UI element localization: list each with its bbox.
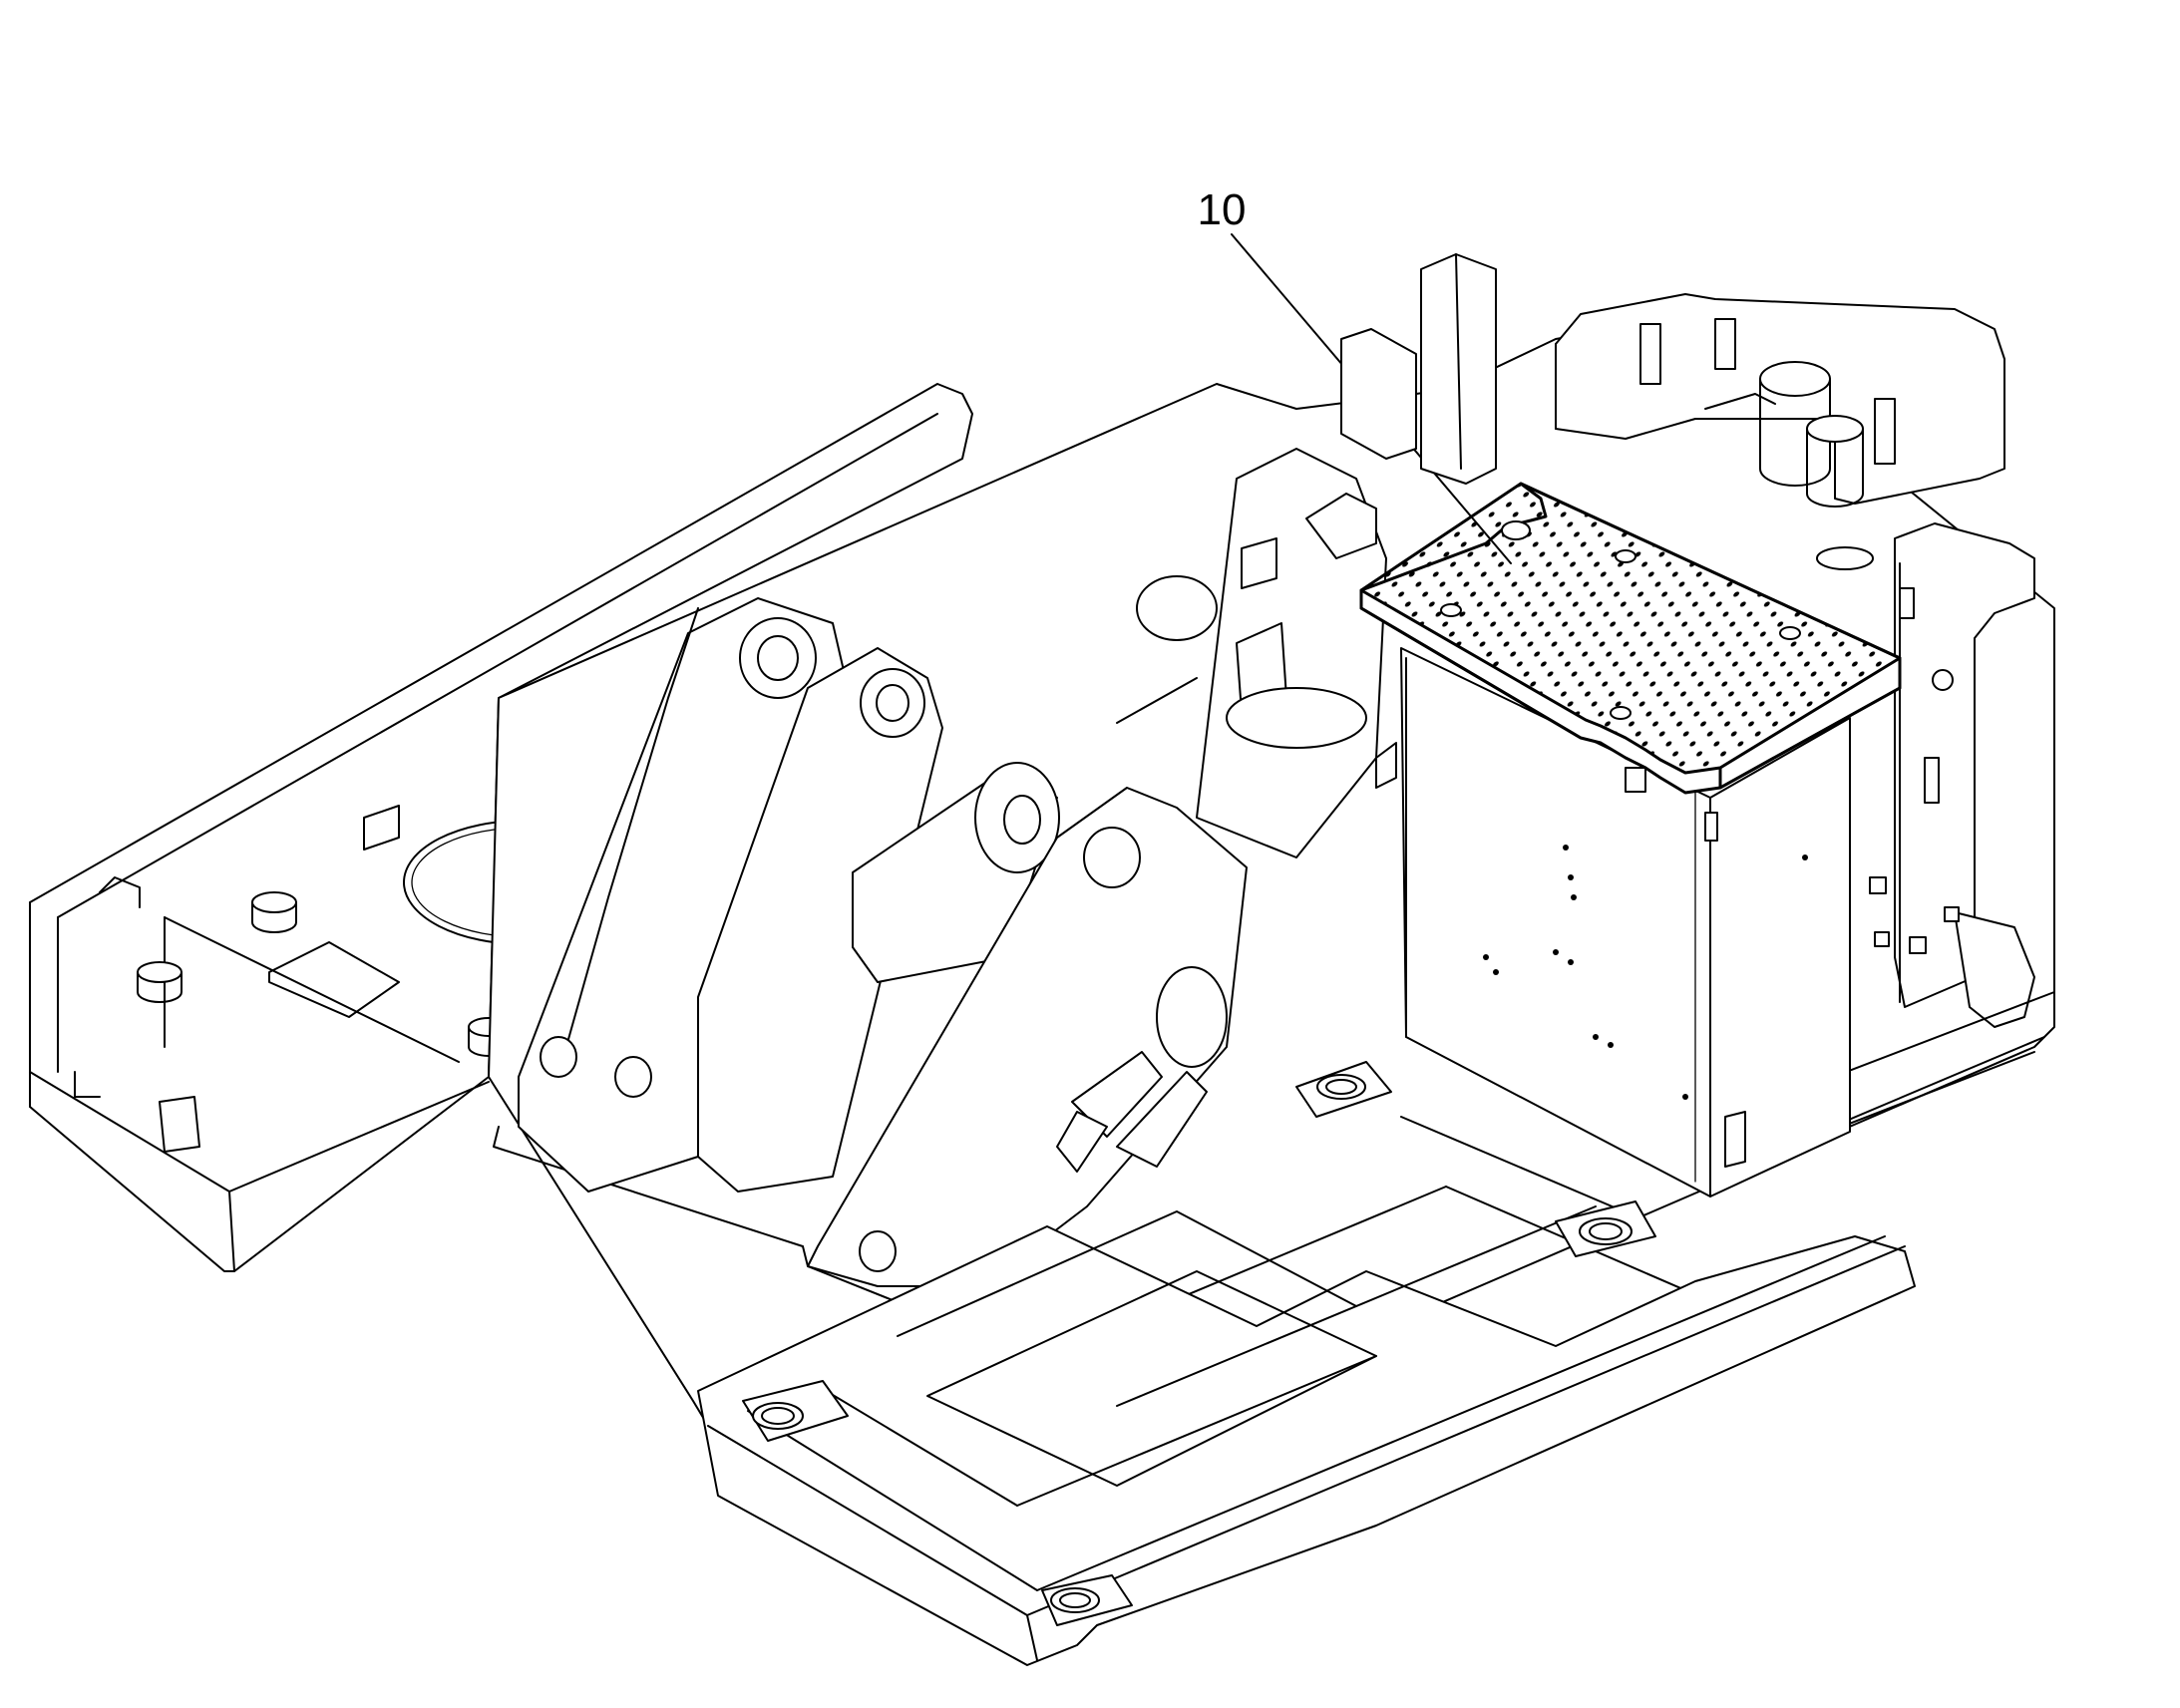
front-lower-frame [697, 1061, 1916, 1666]
upright-post [1340, 253, 1497, 485]
right-side-panel [1754, 522, 2055, 1163]
perforated-cover-plate [1359, 482, 1902, 795]
rear-bay [1555, 293, 2005, 570]
boom-foot-brackets [518, 448, 1397, 1287]
battery-box [1400, 647, 1851, 1197]
callout-10-label: 10 [1198, 185, 1247, 234]
battery-box-bolts [1483, 845, 1808, 1100]
